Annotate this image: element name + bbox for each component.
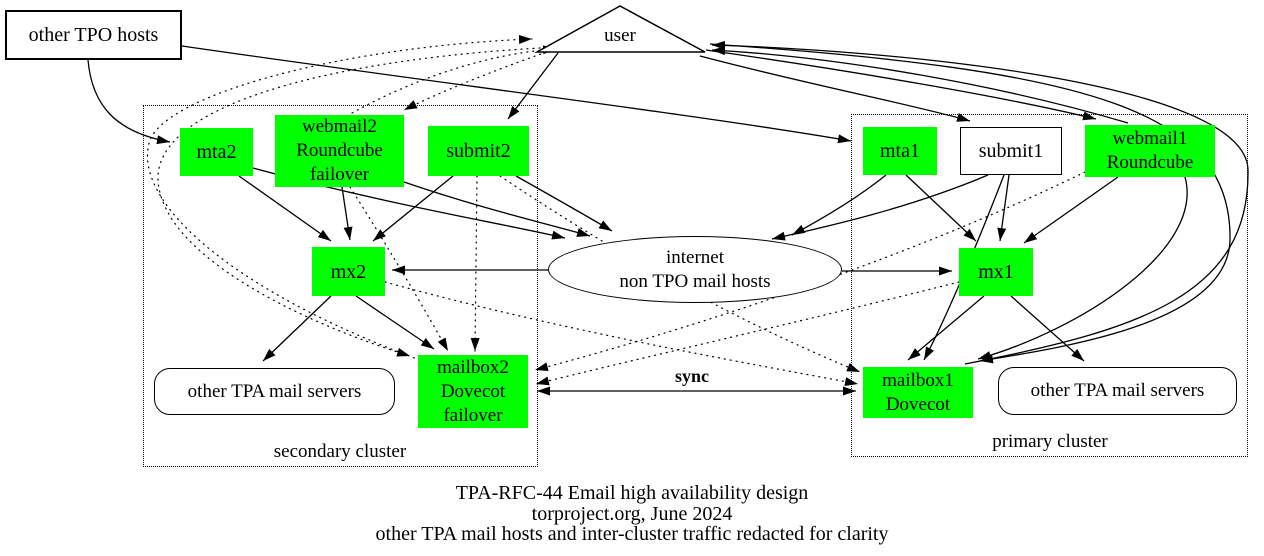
node-mailbox2: mailbox2 Dovecot failover [418,355,528,428]
edge-submit2-mx2 [372,175,454,242]
node-webmail2-line3: failover [309,164,370,185]
node-other-tpo-hosts-label: other TPO hosts [28,24,159,46]
edge-submit1-mx1 [997,174,1010,242]
edge-user-mailbox2-dotted [157,47,541,357]
edge-mx2-mailbox2 [355,295,435,350]
edge-submit1-internet [771,174,989,241]
node-mta1-label: mta1 [880,140,920,162]
node-internet-line1: internet [665,246,725,268]
edge-webmail2-mx2 [341,186,353,241]
node-other-tpo-hosts: other TPO hosts [5,10,182,60]
edge-mta1-internet [791,174,887,236]
node-mta2: mta2 [180,128,253,176]
node-mailbox2-line3: failover [443,404,503,426]
node-webmail1-line2: Roundcube [1106,152,1194,173]
sync-edge-label: sync [672,366,713,387]
edge-webmail2-internet [403,181,591,237]
edge-mx1-tpa1 [1010,295,1085,362]
primary-cluster-label: primary cluster [992,431,1108,452]
caption-line-1: TPA-RFC-44 Email high availability desig… [455,482,809,504]
edge-mailbox2-user-dotted [146,35,533,361]
secondary-cluster-border [143,105,538,467]
secondary-cluster-label: secondary cluster [273,441,407,462]
edge-mx1-mailbox2-dotted [535,281,960,386]
node-internet: internet non TPO mail hosts [548,236,842,303]
node-mx1-label: mx1 [978,261,1014,283]
edge-mx1-mailbox1 [907,295,985,361]
node-mailbox1: mailbox1 Dovecot [863,367,973,418]
node-mailbox2-line1: mailbox2 [437,356,509,378]
node-mx2: mx2 [312,247,385,296]
node-submit1-label: submit1 [978,140,1044,162]
node-submit1: submit1 [960,127,1062,175]
edge-user-submit2 [507,52,559,120]
edge-mailbox1-user [711,40,1249,365]
node-mx1: mx1 [959,248,1033,296]
caption-line-3: other TPA mail hosts and inter-cluster t… [375,523,889,545]
node-mx2-label: mx2 [330,260,367,283]
node-webmail1-line1: webmail1 [1112,128,1188,149]
node-webmail2-line2: Roundcube [296,140,383,161]
edge-othertpo-mta2 [87,59,171,145]
edge-webmail1-mx1 [1023,176,1119,244]
node-mailbox2-line2: Dovecot [440,380,506,402]
caption-line-2: torproject.org, June 2024 [531,503,733,525]
edge-mta1-mx1 [905,174,977,242]
node-mailbox1-line2: Dovecot [885,393,951,415]
edge-webmail1-mailbox1 [977,176,1188,360]
edge-othertpo-mta1 [181,45,852,144]
node-other-tpa-mail-servers-secondary-label: other TPA mail servers [187,380,362,402]
edge-webmail2-user-dotted [351,45,557,114]
node-other-tpa-mail-servers-secondary: other TPA mail servers [154,368,395,415]
node-submit2-label: submit2 [446,140,511,162]
node-webmail2: webmail2 Roundcube failover [275,115,404,187]
edge-user-mailbox1 [709,43,1231,364]
node-mailbox1-line1: mailbox1 [882,369,954,391]
node-other-tpa-mail-servers-primary-label: other TPA mail servers [1030,380,1205,401]
primary-cluster-border [851,114,1248,457]
node-mta1: mta1 [863,127,937,175]
edge-mx2-tpa2 [262,295,332,362]
node-submit2: submit2 [428,126,529,176]
edge-user-webmail2-dotted [403,49,553,111]
edge-webmail1-user [711,46,1129,124]
node-internet-line2: non TPO mail hosts [619,270,771,292]
node-user-label: user [604,25,636,46]
user-triangle-shape [534,5,706,53]
edge-mta2-mx2 [238,175,332,242]
node-other-tpa-mail-servers-primary: other TPA mail servers [998,367,1237,415]
edge-user-webmail1 [705,49,1097,121]
node-webmail2-line1: webmail2 [302,116,377,137]
edge-user-submit1 [699,55,971,122]
node-mta2-label: mta2 [196,141,237,163]
node-webmail1: webmail1 Roundcube [1085,125,1215,177]
edge-submit2-internet [515,175,613,232]
